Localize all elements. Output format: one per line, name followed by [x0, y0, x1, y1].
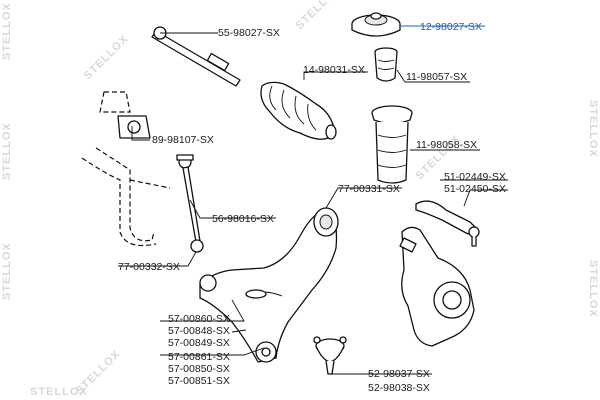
label-89-98107-sx[interactable]: 89-98107-SX [152, 134, 214, 146]
watermark-text: STELLOX [587, 260, 599, 318]
label-12-98027-sx[interactable]: 12-98027-SX [420, 21, 482, 33]
label-57-00848-sx[interactable]: 57-00848-SX [168, 325, 230, 337]
label-57-00851-sx[interactable]: 57-00851-SX [168, 375, 230, 387]
watermark-text: STELLOX [1, 122, 13, 180]
label-51-02450-sx[interactable]: 51-02450-SX [444, 183, 506, 195]
watermark-text: STELLOX [587, 100, 599, 158]
label-77-00331-sx[interactable]: 77-00331-SX [338, 183, 400, 195]
watermark-text: STELLOX [30, 386, 88, 398]
control-arm-icon [199, 211, 338, 363]
label-57-00849-sx[interactable]: 57-00849-SX [168, 337, 230, 349]
label-56-98016-sx[interactable]: 56-98016-SX [212, 213, 274, 225]
label-11-98058-sx[interactable]: 11-98058-SX [416, 139, 477, 151]
label-57-00860-sx[interactable]: 57-00860-SX [168, 313, 230, 325]
part-labels: 12-98027-SX 55-98027-SX 14-98031-SX 11-9… [118, 21, 506, 394]
label-57-00850-sx[interactable]: 57-00850-SX [168, 363, 230, 375]
stabilizer-bar-icon [81, 147, 171, 247]
tie-rod-end-icon [415, 200, 480, 247]
watermark-text: STELLOX [82, 33, 131, 82]
strut-dust-boot-icon [371, 105, 413, 184]
label-52-98037-sx[interactable]: 52-98037-SX [368, 368, 430, 380]
label-52-98038-sx[interactable]: 52-98038-SX [368, 382, 430, 394]
label-77-00332-sx[interactable]: 77-00332-SX [118, 261, 180, 273]
label-14-98031-sx[interactable]: 14-98031-SX [303, 64, 365, 76]
steering-knuckle-icon [399, 226, 475, 347]
label-11-98057-sx[interactable]: 11-98057-SX [406, 71, 467, 83]
watermark-text: STELLOX [1, 242, 13, 300]
watermark-text: STELLOX [1, 2, 13, 60]
leader-lines [118, 25, 508, 375]
label-51-02449-sx[interactable]: 51-02449-SX [444, 171, 506, 183]
watermark-text: STELLOX [294, 0, 343, 32]
strut-mount-icon [351, 12, 401, 37]
bump-stop-icon [374, 47, 398, 82]
stabilizer-link-icon [176, 154, 204, 253]
steering-boot-icon [260, 81, 337, 140]
control-arm-bushing-icon [313, 207, 339, 237]
label-57-00861-sx[interactable]: 57-00861-SX [168, 351, 230, 363]
stabilizer-bushing-icon [99, 91, 151, 139]
ball-joint-icon [313, 336, 347, 375]
label-55-98027-sx[interactable]: 55-98027-SX [218, 27, 280, 39]
